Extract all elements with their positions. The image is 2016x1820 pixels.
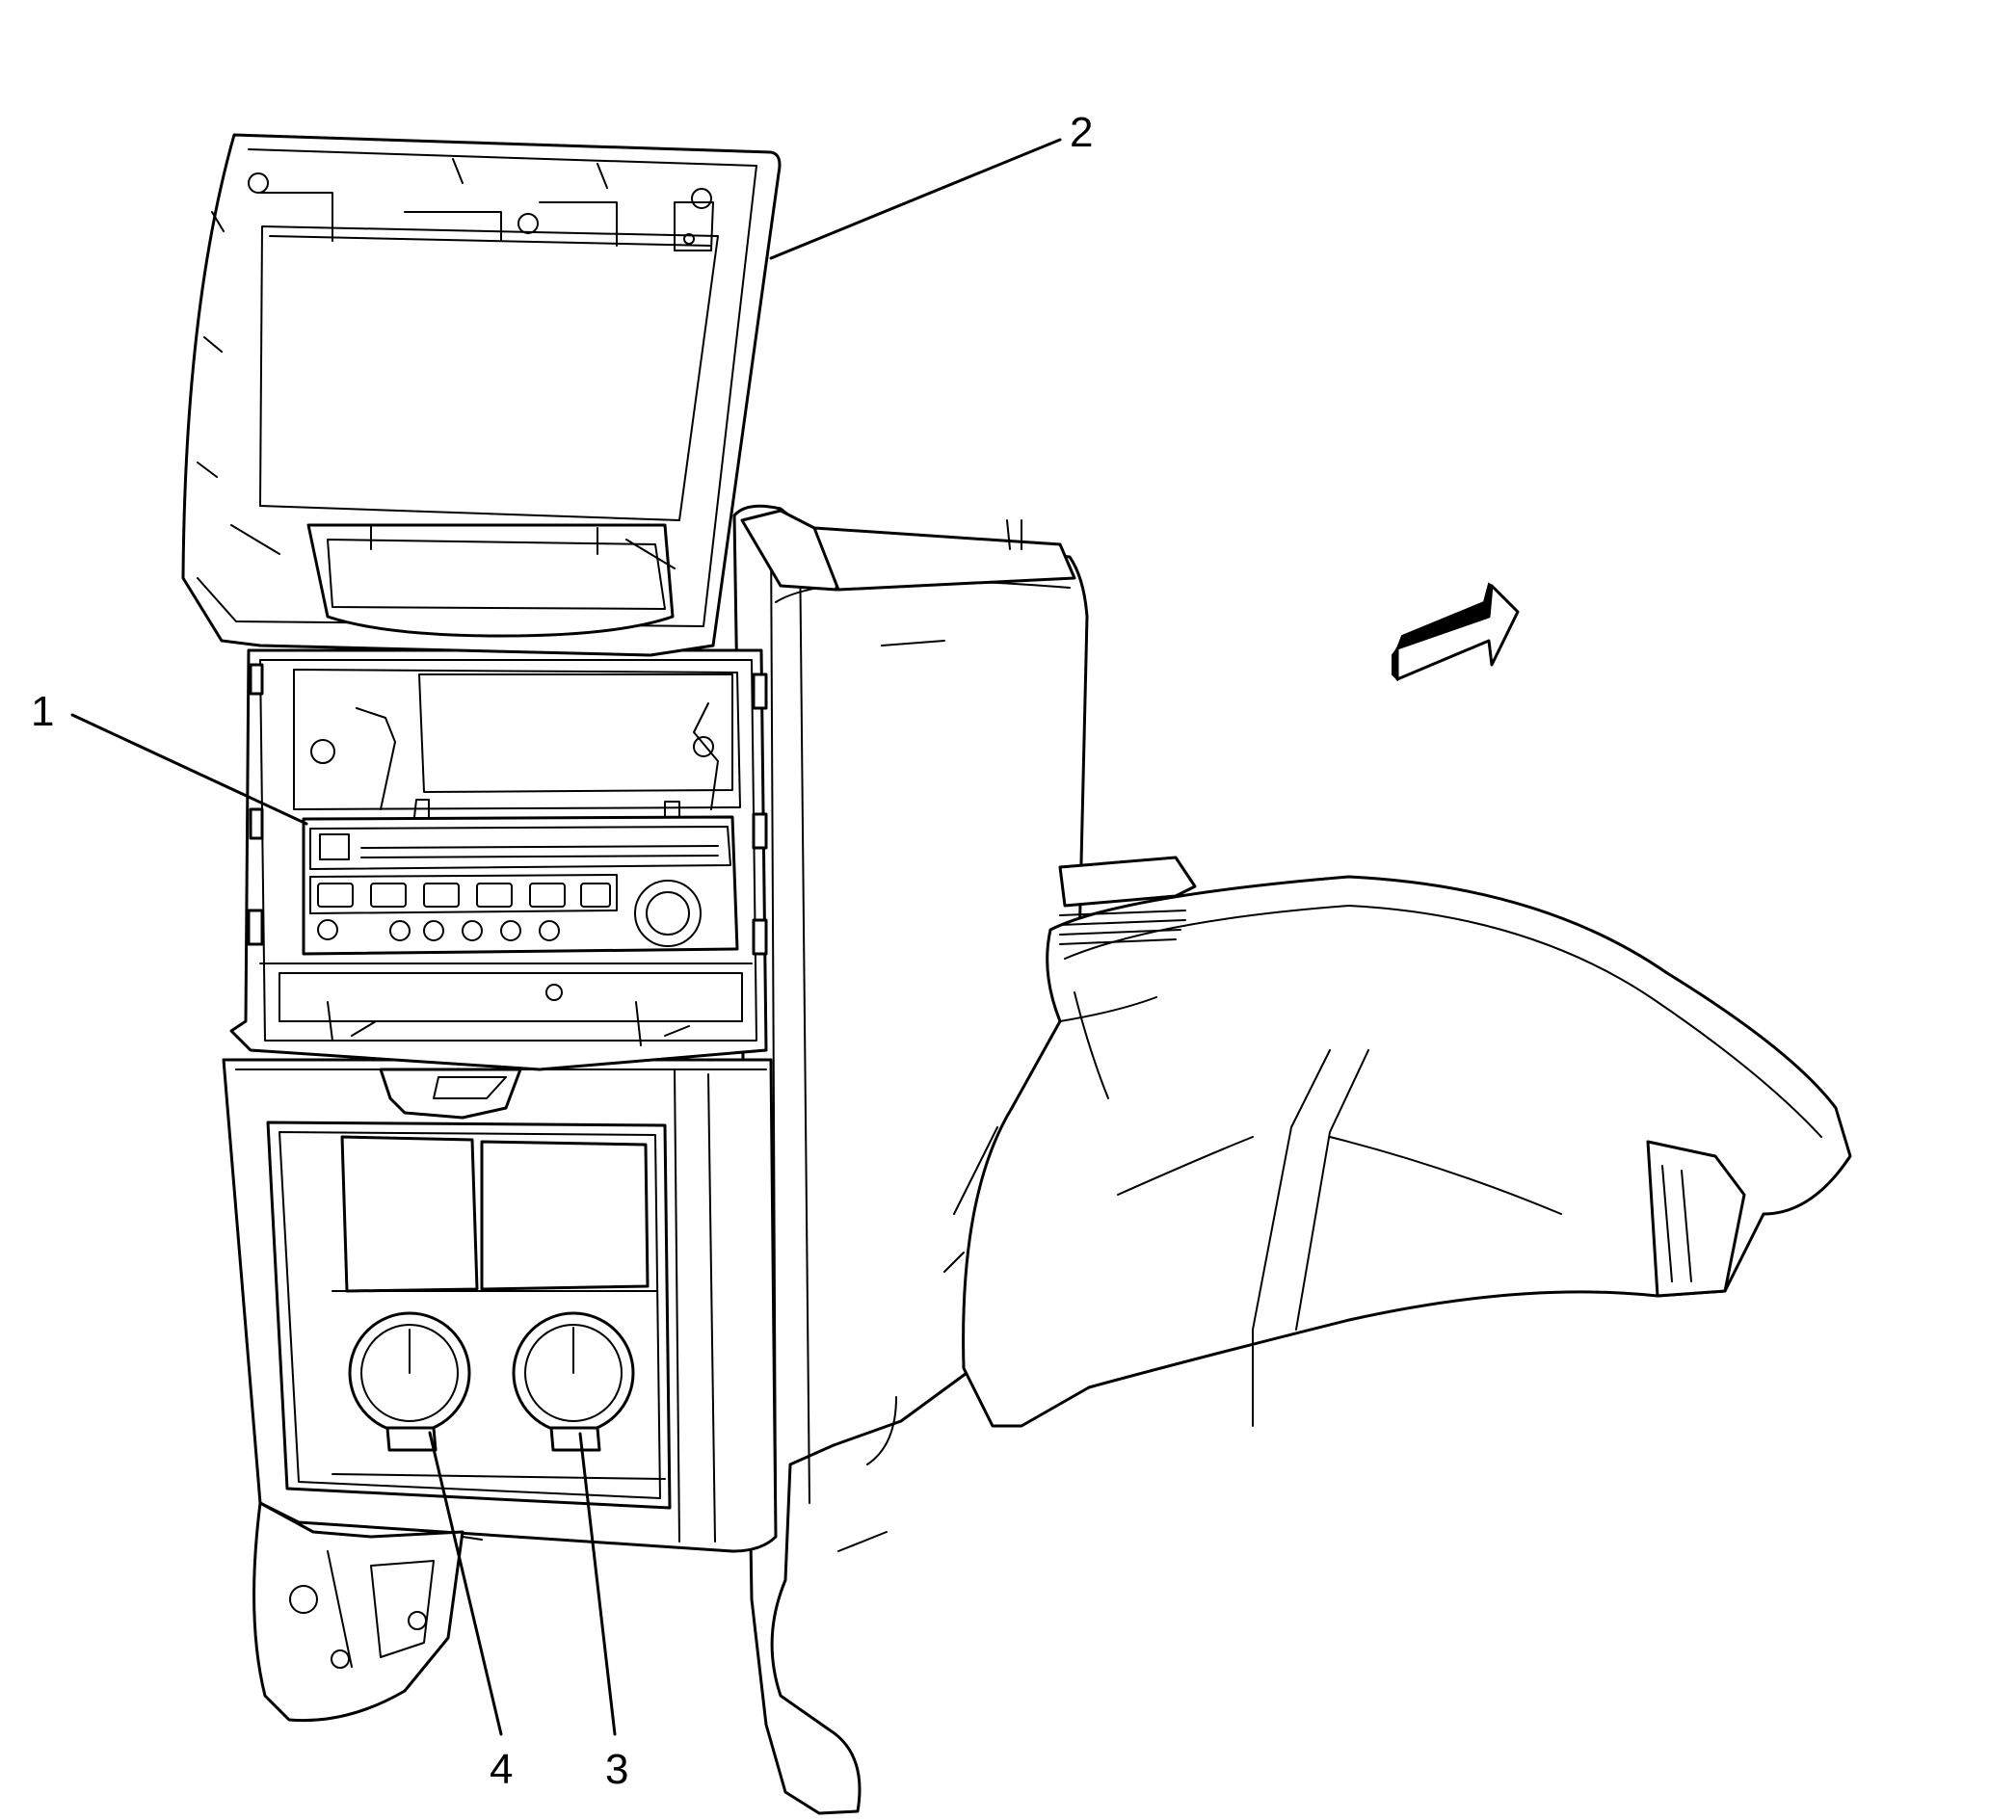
radio-unit-1 xyxy=(302,799,739,956)
callout-label-3: 3 xyxy=(605,1746,628,1793)
lower-bezel xyxy=(222,1058,778,1553)
power-outlet-3 xyxy=(512,1311,635,1452)
leader-line-2 xyxy=(769,138,1062,260)
lower-mount-bracket xyxy=(252,1501,483,1723)
leader-line-4 xyxy=(428,1431,503,1736)
callout-label-4: 4 xyxy=(490,1746,513,1793)
armrest-cushion xyxy=(943,856,1852,1428)
callout-label-1: 1 xyxy=(31,688,54,735)
upper-bezel-door xyxy=(181,133,782,657)
console-side-panel xyxy=(732,504,1089,1815)
callout-label-2: 2 xyxy=(1070,109,1093,156)
leader-line-3 xyxy=(578,1432,617,1736)
callout-labels: 1 2 3 4 xyxy=(31,109,1093,1793)
power-outlet-4 xyxy=(348,1311,471,1452)
leader-line-1 xyxy=(70,713,308,826)
forward-direction-arrow-icon xyxy=(1392,582,1520,682)
callout-leader-lines xyxy=(70,138,1062,1736)
